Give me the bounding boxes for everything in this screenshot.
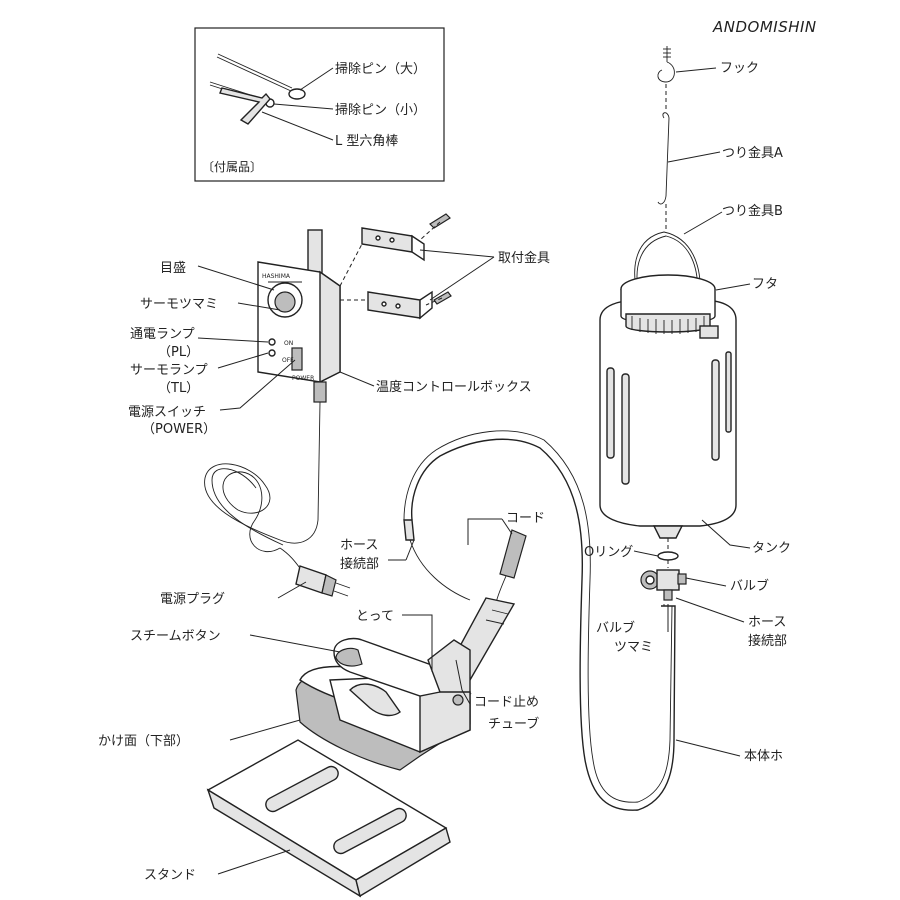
label-hanger-b: つり金具B bbox=[722, 203, 783, 219]
label-handle: とって bbox=[356, 609, 394, 624]
control-box-maker-marking: HASHIMA bbox=[262, 273, 291, 280]
label-cleaning-pin-large: 掃除ピン（大） bbox=[335, 61, 426, 77]
control-box-cable-gland bbox=[313, 381, 327, 403]
control-box-on-marking: ON bbox=[284, 340, 293, 347]
iron-hose-end bbox=[403, 519, 415, 541]
accessory-box-frame bbox=[194, 27, 445, 182]
hanger-b-drawing bbox=[634, 231, 701, 297]
control-box-off-marking: OFF bbox=[282, 357, 294, 364]
control-box-cable bbox=[279, 401, 321, 544]
temperature-control-box: HASHIMA ON OFF POWER bbox=[204, 229, 351, 597]
label-hose-connector-iron-line2: 接続部 bbox=[340, 556, 379, 572]
accessory-box-caption: 〔付属品〕 bbox=[202, 160, 262, 174]
label-thermo-knob: サーモツマミ bbox=[140, 297, 218, 312]
label-main-hose: 本体ホ bbox=[744, 749, 783, 764]
mounting-bracket-upper bbox=[361, 227, 413, 253]
label-o-ring: Oリング bbox=[584, 545, 633, 560]
brand-label: ANDOMISHIN bbox=[712, 18, 817, 36]
valve-drawing bbox=[640, 569, 687, 601]
control-box-labels: 目盛 サーモツマミ 通電ランプ （PL） サーモランプ （TL） 電源スイッチ … bbox=[128, 261, 532, 607]
tank-labels: フック つり金具A つり金具B フタ タンク Oリング バルブ ホース 接続部 … bbox=[584, 61, 791, 764]
label-valve: バルブ bbox=[730, 578, 769, 594]
cord-end bbox=[499, 529, 527, 579]
cleaning-pin-large-drawing bbox=[216, 53, 306, 100]
label-mounting-bracket: 取付金具 bbox=[498, 250, 550, 266]
label-power-plug: 電源プラグ bbox=[160, 592, 225, 607]
label-thermo-lamp-abbr: （TL） bbox=[158, 381, 199, 396]
label-cord-holder: コード止め bbox=[474, 695, 539, 710]
label-scale: 目盛 bbox=[160, 261, 186, 276]
label-tube: チューブ bbox=[488, 716, 539, 732]
label-control-box: 温度コントロールボックス bbox=[376, 379, 532, 395]
label-soleplate: かけ面（下部） bbox=[98, 734, 189, 749]
label-hose-connector-tank: ホース bbox=[748, 615, 786, 630]
iron-assembly bbox=[206, 519, 527, 898]
mounting-brackets: 取付金具 bbox=[339, 213, 550, 320]
thermostat-knob bbox=[274, 291, 296, 313]
hook-drawing bbox=[657, 46, 675, 83]
power-plug-drawing bbox=[295, 565, 351, 597]
hanger-a-drawing bbox=[657, 112, 670, 205]
label-steam-button: スチームボタン bbox=[130, 629, 221, 644]
label-power-lamp: 通電ランプ bbox=[130, 327, 195, 342]
thermo-lamp bbox=[268, 349, 276, 357]
label-tank: タンク bbox=[752, 541, 791, 556]
label-stand: スタンド bbox=[144, 868, 196, 883]
iron-labels: ホース 接続部 コード とって スチームボタン コード止め チューブ かけ面（下… bbox=[98, 511, 545, 883]
label-power-switch-abbr: （POWER） bbox=[142, 422, 216, 437]
label-cord: コード bbox=[506, 511, 545, 526]
label-cap: フタ bbox=[752, 277, 778, 292]
power-lamp bbox=[268, 338, 276, 346]
tank-assembly bbox=[403, 46, 737, 811]
control-box-power-marking: POWER bbox=[292, 375, 314, 382]
label-power-lamp-abbr: （PL） bbox=[158, 345, 199, 360]
control-box-conduit bbox=[307, 229, 323, 277]
mounting-screw-lower bbox=[433, 291, 452, 305]
label-valve-knob-line2: ツマミ bbox=[614, 640, 653, 655]
accessory-box: 掃除ピン（大） 掃除ピン（小） L 型六角棒 〔付属品〕 bbox=[194, 27, 445, 182]
tank-outlet bbox=[652, 525, 684, 539]
hex-wrench-drawing bbox=[219, 87, 271, 125]
label-hook: フック bbox=[720, 61, 759, 76]
o-ring-drawing bbox=[657, 551, 679, 561]
label-cleaning-pin-small: 掃除ピン（小） bbox=[335, 102, 426, 118]
label-hose-connector-iron: ホース bbox=[340, 538, 378, 553]
mounting-bracket-lower bbox=[367, 291, 421, 319]
label-hex-wrench: L 型六角棒 bbox=[335, 134, 398, 149]
iron-stand-drawing bbox=[206, 739, 451, 898]
label-thermo-lamp: サーモランプ bbox=[130, 363, 208, 378]
label-power-switch: 電源スイッチ bbox=[128, 405, 206, 420]
power-switch bbox=[291, 347, 303, 371]
label-valve-knob: バルブ bbox=[596, 620, 635, 636]
mounting-screw-upper bbox=[429, 213, 451, 229]
label-hose-connector-tank-line2: 接続部 bbox=[748, 633, 787, 649]
label-hanger-a: つり金具A bbox=[722, 145, 783, 161]
cord-coil bbox=[204, 463, 281, 553]
